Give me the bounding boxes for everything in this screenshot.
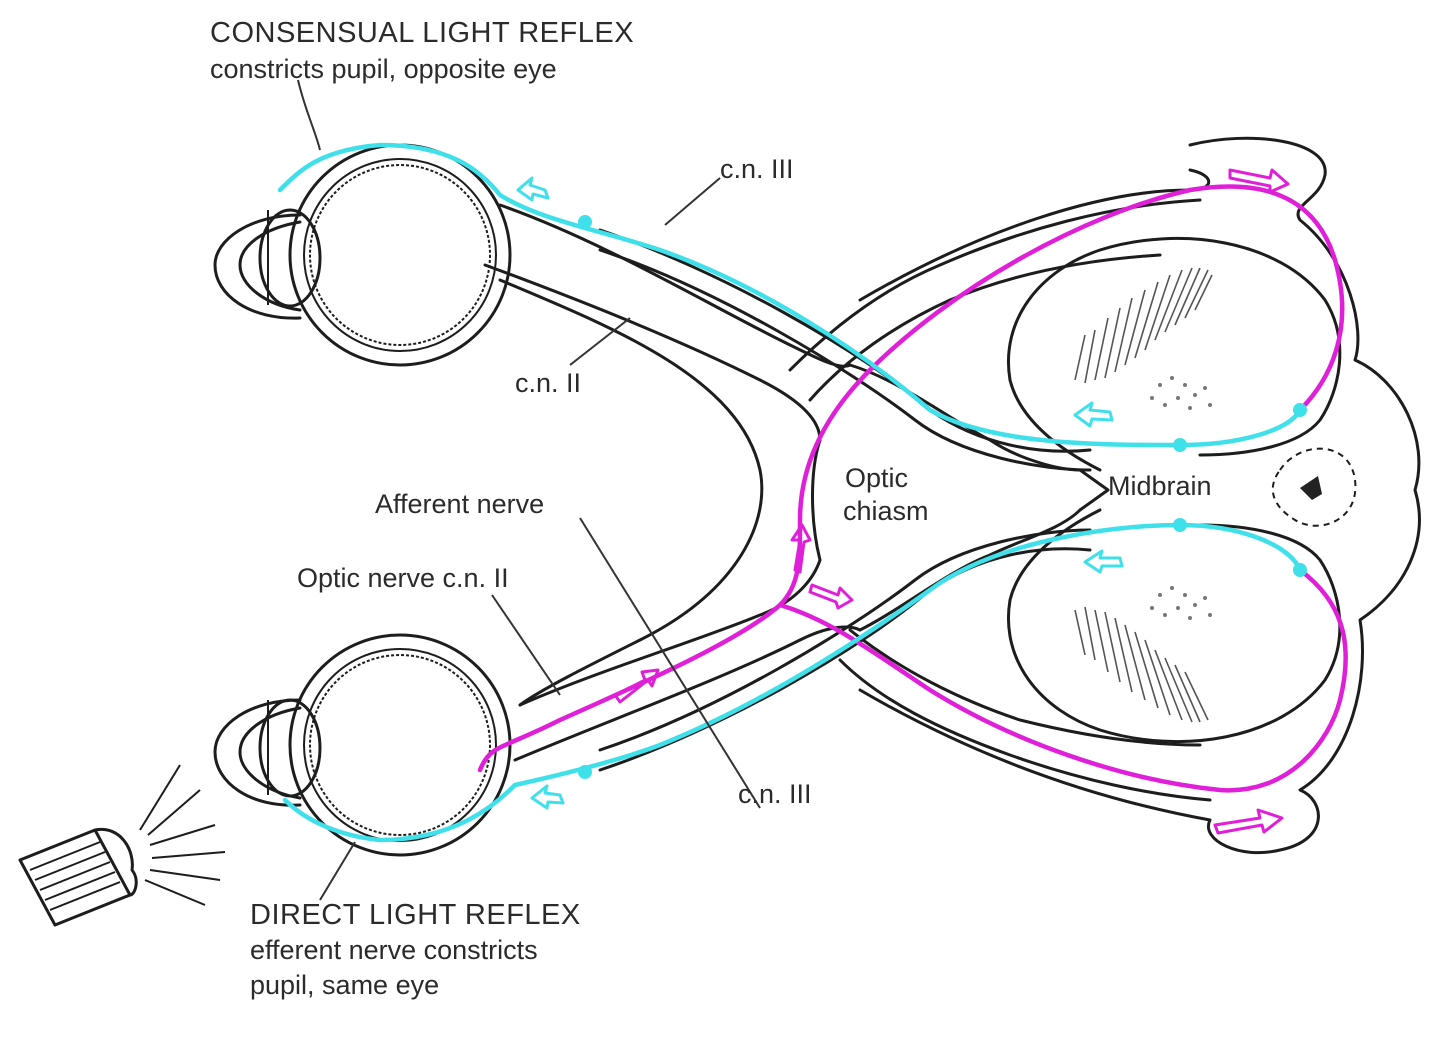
efferent-pathway-direct: [282, 518, 1307, 843]
midbrain-hatching: [1074, 267, 1213, 723]
afferent-pathway: [477, 168, 1348, 835]
midbrain-label: Midbrain: [1108, 471, 1212, 501]
efferent-pathway-consensual: [277, 142, 1307, 452]
optic-nerve-label: Optic nerve c.n. II: [297, 563, 509, 593]
cn3-top-label: c.n. III: [720, 154, 794, 184]
upper-eyeball-icon: [213, 143, 512, 367]
cn3-bottom-label: c.n. III: [738, 779, 812, 809]
optic-chiasm-label-line2: chiasm: [843, 496, 929, 526]
direct-reflex-subtitle-line1: efferent nerve constricts: [250, 935, 538, 965]
midbrain-nuclei-dots: [1150, 376, 1212, 620]
direct-reflex-subtitle-line2: pupil, same eye: [250, 970, 439, 1000]
consensual-reflex-subtitle: constricts pupil, opposite eye: [210, 54, 557, 84]
leader-lines: [297, 79, 761, 901]
afferent-nerve-label: Afferent nerve: [375, 489, 544, 519]
consensual-reflex-title: CONSENSUAL LIGHT REFLEX: [210, 17, 634, 49]
direct-reflex-title: DIRECT LIGHT REFLEX: [250, 899, 581, 931]
optic-chiasm-label-line1: Optic: [845, 463, 908, 493]
cn2-top-label: c.n. II: [515, 368, 581, 398]
flashlight-icon: [18, 764, 226, 927]
